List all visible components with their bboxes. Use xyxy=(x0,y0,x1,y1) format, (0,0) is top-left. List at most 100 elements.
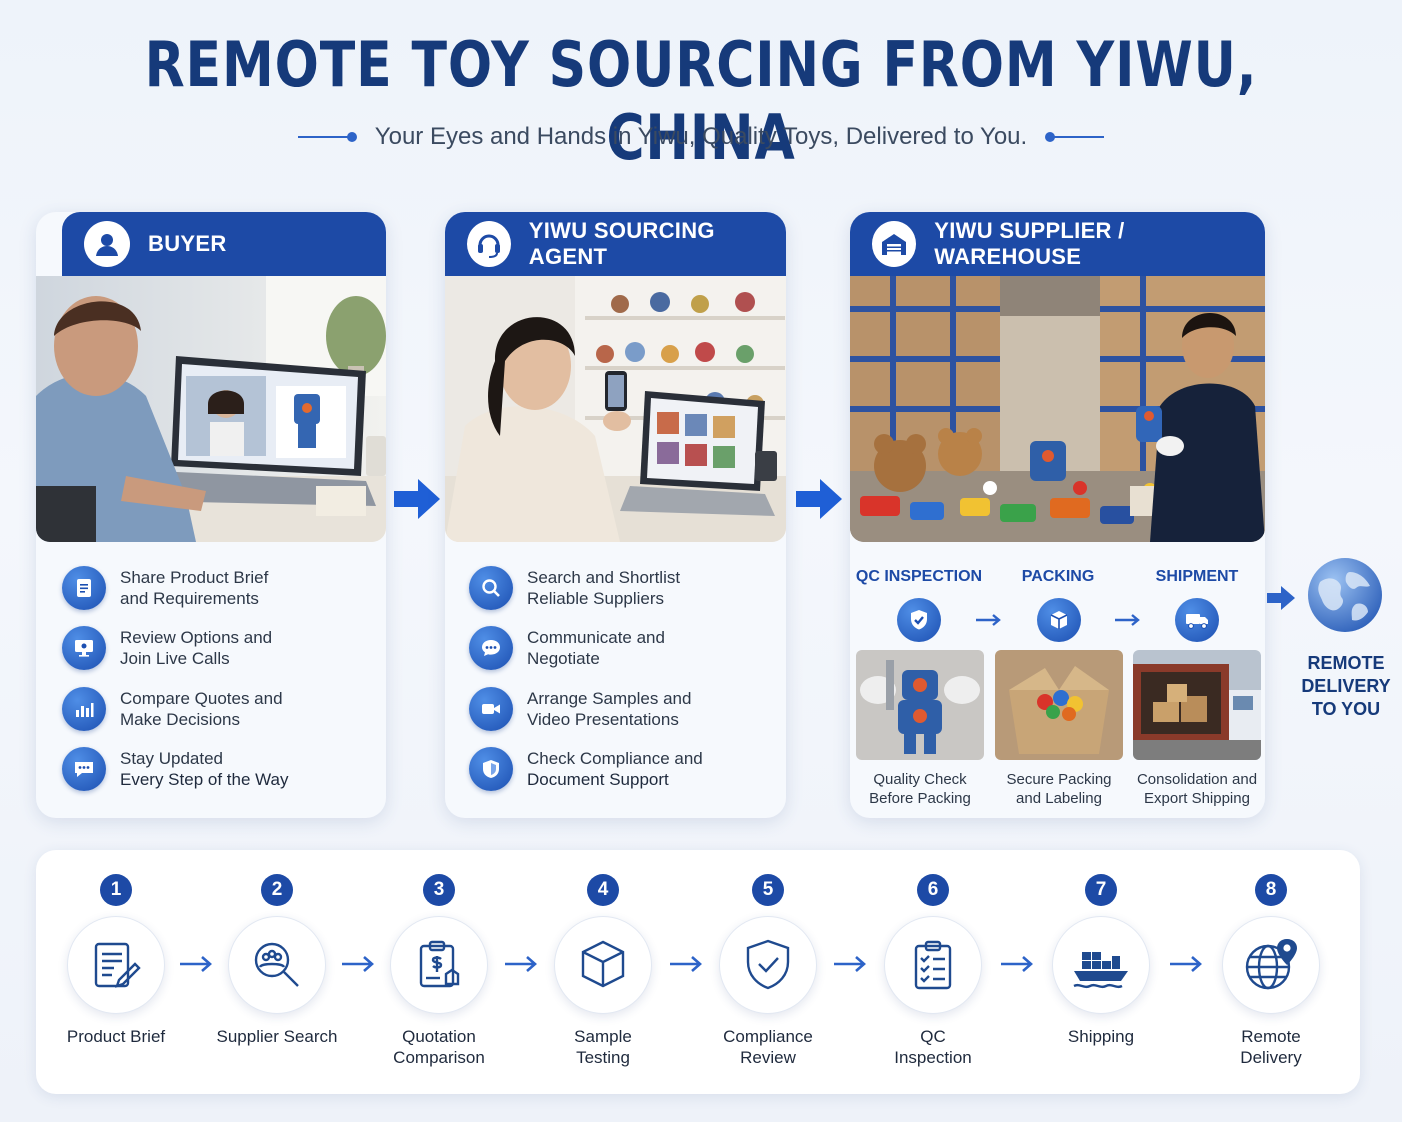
buyer-card-header: BUYER xyxy=(62,212,386,276)
step-arrow-icon xyxy=(342,956,374,972)
item-line: Join Live Calls xyxy=(120,649,230,668)
chat-icon xyxy=(469,626,513,670)
step-label-line: Sample xyxy=(574,1027,632,1046)
step-label-line: Delivery xyxy=(1240,1048,1302,1067)
stage-label-qc: QC INSPECTION xyxy=(855,568,983,585)
cube-icon xyxy=(554,916,652,1014)
step-number: 5 xyxy=(752,874,784,906)
supplier-photo xyxy=(850,276,1265,542)
step-label-line: Comparison xyxy=(393,1048,485,1067)
step-number: 6 xyxy=(917,874,949,906)
step-arrow-icon xyxy=(670,956,702,972)
item-line: Compare Quotes and xyxy=(120,689,283,708)
caption-line: Export Shipping xyxy=(1144,790,1250,807)
item-line: Video Presentations xyxy=(527,710,679,729)
step-1: 1 Product Brief xyxy=(46,850,186,1094)
stage-label-packing: PACKING xyxy=(1021,568,1095,585)
step-label-line: QC xyxy=(920,1027,946,1046)
step-number: 7 xyxy=(1085,874,1117,906)
brief-icon xyxy=(67,916,165,1014)
search-icon xyxy=(469,566,513,610)
item-line: Check Compliance and xyxy=(527,749,703,768)
buyer-card: BUYER xyxy=(36,212,386,818)
supplier-search-icon xyxy=(228,916,326,1014)
buyer-item-1: Share Product Brief and Requirements xyxy=(62,566,268,610)
flow-arrow-right-icon xyxy=(796,479,842,519)
delivery-line: REMOTE xyxy=(1307,653,1385,673)
item-line: Make Decisions xyxy=(120,710,240,729)
checklist-icon xyxy=(884,916,982,1014)
subtitle-line-left xyxy=(297,132,357,142)
ship-icon xyxy=(1052,916,1150,1014)
chat-icon xyxy=(62,747,106,791)
stage-arrow-icon xyxy=(1115,614,1140,626)
item-line: Share Product Brief xyxy=(120,568,269,587)
step-arrow-icon xyxy=(1170,956,1202,972)
compliance-shield-icon xyxy=(719,916,817,1014)
agent-card-header: YIWU SOURCING AGENT xyxy=(445,212,786,276)
subtitle: Your Eyes and Hands in Yiwu, Quality Toy… xyxy=(374,123,1028,150)
item-line: Search and Shortlist xyxy=(527,568,681,587)
packing-photo xyxy=(995,650,1123,760)
step-label-line: Remote xyxy=(1241,1027,1301,1046)
shipment-photo xyxy=(1133,650,1261,760)
step-label: Product Brief xyxy=(36,1026,196,1047)
item-line: Stay Updated xyxy=(120,749,224,768)
delivery-line: DELIVERY xyxy=(1301,676,1391,696)
buyer-photo xyxy=(36,276,386,542)
item-line: Arrange Samples and xyxy=(527,689,692,708)
step-label-line: Quotation xyxy=(402,1027,476,1046)
step-label-line: Product Brief xyxy=(66,1027,166,1046)
step-label-line: Review xyxy=(740,1048,796,1067)
step-label-line: Supplier Search xyxy=(216,1027,338,1046)
agent-photo xyxy=(445,276,786,542)
item-line: Communicate and xyxy=(527,628,665,647)
step-label-line: Shipping xyxy=(1067,1027,1135,1046)
item-line: Every Step of the Way xyxy=(120,770,289,789)
box-icon xyxy=(1037,598,1081,642)
delivery-arrow-icon xyxy=(1267,586,1295,610)
item-line: Review Options and xyxy=(120,628,273,647)
caption-line: Consolidation and xyxy=(1136,771,1258,788)
step-7: 7 Shipping xyxy=(1031,850,1171,1094)
shield-icon xyxy=(469,747,513,791)
step-number: 1 xyxy=(100,874,132,906)
warehouse-icon xyxy=(872,221,917,267)
item-line: Negotiate xyxy=(527,649,600,668)
steps-panel: 1 Product Brief 2 Supplier Search 3 Quot… xyxy=(36,850,1360,1094)
caption-line: Secure Packing xyxy=(1006,771,1112,788)
quotation-icon xyxy=(390,916,488,1014)
step-label-line: Inspection xyxy=(894,1048,972,1067)
flow-arrow-right-icon xyxy=(394,479,440,519)
step-number: 3 xyxy=(423,874,455,906)
globe-icon xyxy=(1308,558,1382,632)
agent-card-title: YIWU SOURCING AGENT xyxy=(528,218,715,269)
truck-icon xyxy=(1175,598,1219,642)
step-label: Supplier Search xyxy=(197,1026,357,1047)
step-2: 2 Supplier Search xyxy=(207,850,347,1094)
supplier-card-title: YIWU SUPPLIER / WAREHOUSE xyxy=(934,218,1125,269)
step-label: QC Inspection xyxy=(853,1026,1013,1068)
caption-line: Before Packing xyxy=(869,790,971,807)
supplier-card-header: YIWU SUPPLIER / WAREHOUSE xyxy=(850,212,1265,276)
bar-chart-icon xyxy=(62,687,106,731)
item-line: and Requirements xyxy=(120,589,259,608)
monitor-icon xyxy=(62,626,106,670)
headset-icon xyxy=(467,221,511,267)
